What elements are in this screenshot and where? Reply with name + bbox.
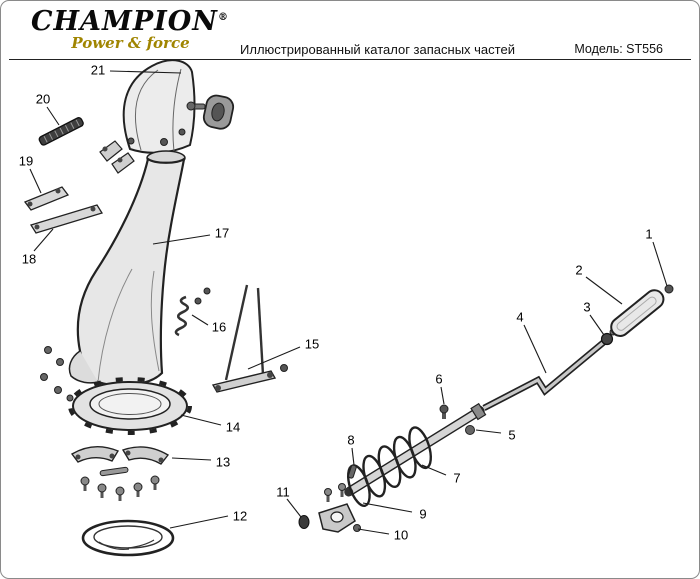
callout-label-20: 20 (36, 92, 50, 107)
callout-leader-8 (351, 447, 355, 466)
callout-label-8: 8 (347, 433, 354, 448)
part-clamps (70, 446, 170, 465)
callout-leader-12 (169, 515, 229, 529)
callout-leader-18 (33, 228, 54, 252)
part-hinge-hardware (99, 137, 135, 174)
callout-leader-14 (180, 414, 222, 426)
callout-leader-1 (652, 241, 668, 287)
callout-leader-4 (523, 324, 547, 374)
callout-label-1: 1 (645, 227, 652, 242)
part-bolt-row (80, 466, 160, 501)
callout-leader-16 (191, 314, 209, 326)
callout-leader-10 (357, 528, 390, 535)
brand-logo-text: CHAMPION® (31, 6, 229, 37)
registered-mark: ® (217, 12, 229, 23)
callout-label-16: 16 (212, 320, 226, 335)
callout-leader-20 (46, 106, 60, 126)
part-lower-ring (81, 519, 175, 557)
part-mounting-plates (23, 186, 104, 234)
callout-label-21: 21 (91, 63, 105, 78)
callout-leader-7 (421, 464, 447, 476)
callout-label-12: 12 (233, 509, 247, 524)
callout-leader-15 (247, 346, 301, 370)
callout-label-6: 6 (435, 372, 442, 387)
part-bearing-bracket (298, 483, 361, 533)
part-deflector (122, 59, 196, 154)
logo-tagline: Power & force (71, 34, 190, 52)
callout-label-14: 14 (226, 420, 240, 435)
callout-leader-9 (362, 502, 413, 513)
callout-label-7: 7 (453, 471, 460, 486)
part-bolt-6 (439, 404, 449, 419)
callout-leader-6 (440, 386, 445, 405)
callout-label-9: 9 (419, 507, 426, 522)
part-base-ring (68, 377, 192, 435)
part-left-bolts (40, 346, 74, 402)
page-title: Иллюстрированный каталог запасных частей (240, 42, 515, 57)
callout-label-11: 11 (276, 485, 290, 500)
part-end-bolt (664, 284, 674, 294)
callout-leader-11 (286, 498, 302, 518)
part-crank-rod (482, 339, 607, 411)
part-nut-5 (465, 425, 475, 435)
brand-logo: CHAMPION® Power & force (31, 6, 229, 52)
part-chute (68, 150, 186, 387)
callout-label-10: 10 (394, 528, 408, 543)
callout-label-18: 18 (22, 252, 36, 267)
callout-leader-17 (152, 234, 211, 245)
callout-leader-5 (475, 429, 502, 434)
callout-leader-21 (109, 70, 182, 74)
callout-label-15: 15 (305, 337, 319, 352)
part-knurled-rod (38, 117, 84, 146)
callout-label-13: 13 (216, 455, 230, 470)
part-shear-pin (347, 464, 357, 479)
callout-label-4: 4 (516, 310, 523, 325)
part-handle-grip (610, 289, 665, 337)
callout-label-2: 2 (575, 263, 582, 278)
callout-label-3: 3 (583, 300, 590, 315)
model-label: Модель: ST556 (574, 42, 663, 56)
callout-leader-3 (589, 314, 605, 336)
part-spring (174, 287, 211, 337)
callout-leader-13 (171, 457, 212, 461)
callout-leader-19 (29, 168, 42, 194)
header-divider (9, 59, 691, 60)
part-control-rod (211, 284, 288, 393)
callout-leader-2 (585, 276, 623, 305)
callout-label-5: 5 (508, 428, 515, 443)
part-knob (186, 94, 235, 130)
part-auger (344, 402, 487, 508)
callout-label-17: 17 (215, 226, 229, 241)
callout-label-19: 19 (19, 154, 33, 169)
